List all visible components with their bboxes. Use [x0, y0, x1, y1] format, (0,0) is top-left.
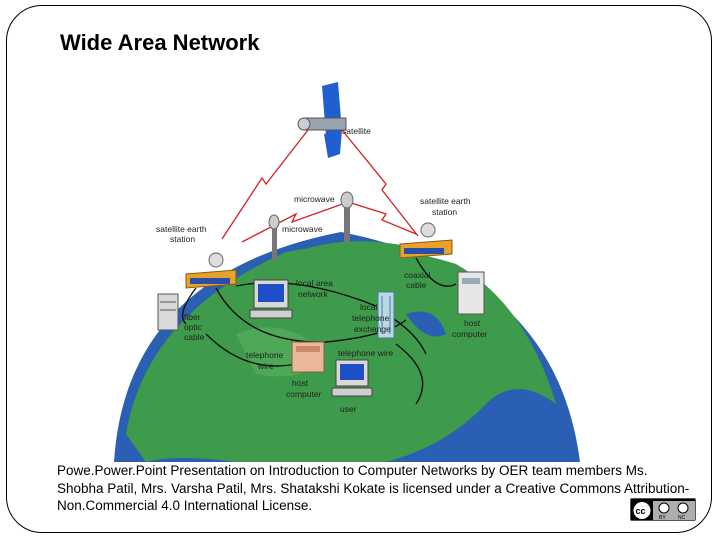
label-sat-earth-left-2: station [170, 234, 195, 244]
label-microwave-top: microwave [294, 194, 335, 204]
user-computer-icon [331, 359, 373, 397]
satellite-earth-station-left-icon [185, 252, 237, 289]
label-exchange-1: local [360, 302, 378, 312]
label-fiber-2: optic [184, 322, 203, 332]
microwave-tower-icon-2 [268, 214, 280, 260]
label-sat-earth-right-1: satellite earth [420, 196, 471, 206]
lan-computer-icon [249, 279, 293, 319]
label-coaxial-2: cable [406, 280, 427, 290]
label-exchange-3: exchange [354, 324, 391, 334]
label-sat-earth-right-2: station [432, 207, 457, 217]
label-telephone-wire-left-2: wire [257, 361, 274, 371]
exchange-icon [377, 291, 395, 339]
label-exchange-2: telephone [352, 313, 390, 323]
fiber-server-icon [157, 293, 179, 331]
label-fiber-1: fiber [184, 312, 201, 322]
earth-globe [114, 232, 580, 462]
label-lan-2: network [298, 289, 329, 299]
label-telephone-wire-left-1: telephone [246, 350, 284, 360]
host-computer-bottom-icon [291, 341, 325, 373]
label-host-right-2: computer [452, 329, 488, 339]
label-telephone-wire-center: telephone wire [338, 348, 394, 358]
wan-diagram: satellite microwave microwave satellite … [114, 82, 580, 462]
satellite-earth-station-right-icon [399, 222, 453, 259]
label-user: user [340, 404, 357, 414]
label-host-bottom-2: computer [286, 389, 322, 399]
satellite-icon [297, 82, 347, 158]
label-fiber-3: cable [184, 332, 205, 342]
title-text: Wide Area Network [60, 30, 260, 55]
label-coaxial-1: coaxial [404, 270, 431, 280]
license-caption: Powe.Power.Point Presentation on Introdu… [57, 463, 690, 513]
label-host-bottom-1: host [292, 378, 309, 388]
microwave-tower-icon [340, 191, 354, 242]
label-lan-1: local area [296, 278, 333, 288]
slide-title: Wide Area Network [58, 30, 259, 56]
by-text: BY [659, 515, 666, 521]
label-microwave-left: microwave [282, 224, 323, 234]
nc-text: NC [678, 515, 686, 521]
label-sat-earth-left-1: satellite earth [156, 224, 207, 234]
label-host-right-1: host [464, 318, 481, 328]
label-satellite: satellite [342, 126, 371, 136]
slide-frame [6, 5, 712, 533]
cc-by-nc-icon[interactable]: cc BY NC [630, 498, 696, 521]
host-computer-right-icon [457, 271, 485, 315]
cc-text: cc [636, 506, 646, 516]
signal-links [221, 129, 419, 243]
